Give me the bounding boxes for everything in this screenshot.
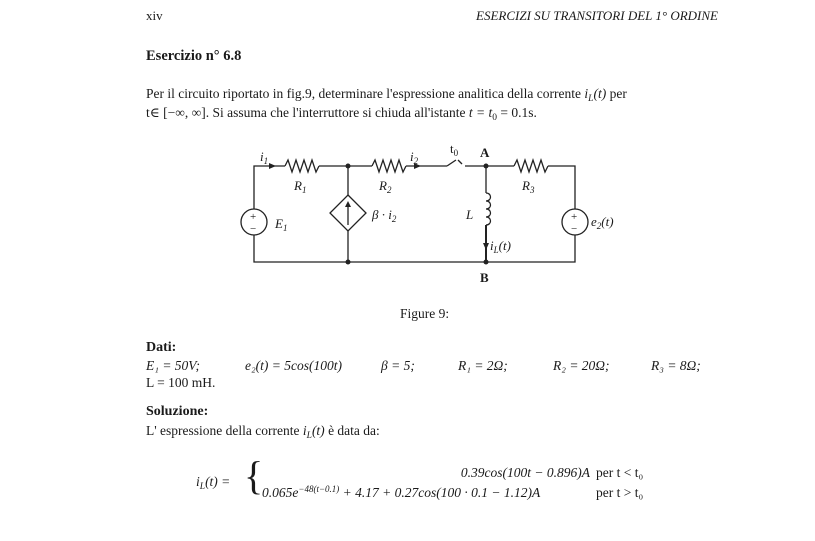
svg-text:i2: i2 <box>410 149 419 166</box>
resistor-r3 <box>513 157 549 175</box>
label-e1: E <box>274 216 283 231</box>
svg-text:R1: R1 <box>293 178 306 195</box>
exercise-text-line-1: Per il circuito riportato in fig.9, dete… <box>146 86 627 104</box>
node-b-label: B <box>480 270 489 285</box>
voltage-source-e1 <box>240 208 268 236</box>
dependent-current-source <box>329 194 367 232</box>
svg-text:e2(t): e2(t) <box>591 214 614 231</box>
wire <box>253 165 285 209</box>
figure-link[interactable]: 9 <box>304 86 312 101</box>
left-brace: { <box>244 453 264 498</box>
label-e2: e <box>591 214 597 229</box>
equation-lhs: iL(t) = <box>196 474 231 492</box>
dati-e2: e₂(t) = 5cos(100t) <box>245 358 343 373</box>
svg-text:iL(t): iL(t) <box>490 238 511 255</box>
wire <box>548 165 576 209</box>
plus-sign: + <box>571 211 577 223</box>
text: t = t <box>468 105 493 120</box>
label-t0: t <box>450 141 454 156</box>
dati-heading: Dati: <box>146 340 177 355</box>
label-beta-i2: β · i <box>371 207 392 222</box>
text: è data da: <box>324 423 380 438</box>
figure-caption: Figure 9: <box>400 306 450 321</box>
label-r1: R <box>293 178 302 193</box>
dati-r1: R₁ = 2Ω; <box>458 358 508 373</box>
label-l: L <box>465 207 473 222</box>
svg-text:R2: R2 <box>378 178 392 195</box>
svg-text:E1: E1 <box>274 216 287 233</box>
dati-r3: R₃ = 8Ω; <box>651 358 701 373</box>
voltage-source-e2 <box>561 208 589 236</box>
exercise-text-line-2: t∈ [−∞, ∞]. Si assuma che l'interruttore… <box>146 105 537 123</box>
case-2-condition: per t > t₀ <box>596 485 644 500</box>
text: = 0.1s. <box>497 105 537 120</box>
case-1-condition: per t < t₀ <box>596 465 644 480</box>
text: Per il circuito riportato in fig. <box>146 86 305 101</box>
dati-l: L = 100 mH. <box>146 375 216 390</box>
label-r3: R <box>521 178 530 193</box>
exercise-title: Esercizio n° 6.8 <box>146 48 242 64</box>
label-il: i <box>490 238 494 253</box>
soluzione-text: L' espressione della corrente iL(t) è da… <box>146 423 380 441</box>
svg-text:R3: R3 <box>521 178 535 195</box>
inductor-l <box>485 192 492 226</box>
svg-text:i1: i1 <box>260 149 268 166</box>
dati-e1: E₁ = 50V; <box>146 358 201 373</box>
text: per <box>606 86 627 101</box>
plus-sign: + <box>250 211 256 223</box>
resistor-r2 <box>371 157 407 175</box>
switch-icon <box>446 159 457 167</box>
svg-text:β · i2: β · i2 <box>371 207 397 224</box>
text: t∈ [−∞, ∞]. Si assuma che l'interruttore… <box>146 105 469 120</box>
page-number: xiv <box>146 8 163 23</box>
label-i1: i <box>260 149 264 164</box>
minus-sign: − <box>250 223 256 235</box>
node-a-label: A <box>480 145 490 160</box>
minus-sign: − <box>571 223 577 235</box>
svg-text:t0: t0 <box>450 141 459 158</box>
case-1-expression: 0.39cos(100t − 0.896)A <box>460 465 590 480</box>
wire <box>253 235 576 263</box>
label-r2: R <box>378 178 387 193</box>
resistor-r1 <box>284 157 320 175</box>
arrow-i2-icon <box>414 163 421 169</box>
arrow-i1-icon <box>269 163 276 169</box>
soluzione-heading: Soluzione: <box>146 404 209 419</box>
dati-r2: R₂ = 20Ω; <box>553 358 610 373</box>
chapter-title: ESERCIZI SU TRANSITORI DEL 1° ORDINE <box>476 8 718 23</box>
text: L' espressione della corrente <box>146 423 303 438</box>
arrow-il-icon <box>483 243 489 250</box>
case-2-expression: 0.065e−48(t−0.1) + 4.17 + 0.27cos(100 · … <box>262 484 541 501</box>
text: , determinare l'espressione analitica de… <box>311 86 585 101</box>
label-i2: i <box>410 149 414 164</box>
arrow-up-icon <box>345 201 351 207</box>
dati-beta: β = 5; <box>381 358 415 373</box>
